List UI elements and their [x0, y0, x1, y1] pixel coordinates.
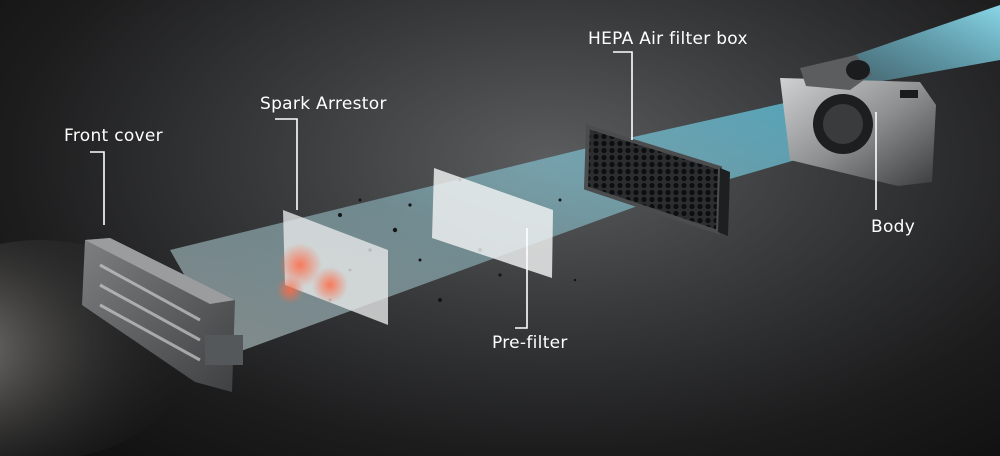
front-cover — [82, 238, 243, 392]
label-spark-arrestor: Spark Arrestor — [260, 94, 387, 114]
hepa-filter-box — [583, 124, 730, 236]
callout-lines — [90, 51, 877, 329]
label-body: Body — [871, 217, 916, 237]
callout-hepa-box — [613, 51, 633, 140]
label-hepa-air-filter-box: HEPA Air filter box — [588, 29, 748, 49]
label-front-cover: Front cover — [64, 126, 163, 146]
pre-filter — [432, 168, 553, 278]
callout-pre-filter — [515, 228, 528, 329]
respirator-body — [780, 55, 936, 186]
airflow-exhaust — [840, 5, 1000, 85]
label-pre-filter: Pre-filter — [492, 333, 568, 353]
spark-arrestor — [276, 210, 388, 325]
callout-front-cover — [90, 151, 105, 225]
callout-spark-arrestor — [275, 118, 298, 210]
